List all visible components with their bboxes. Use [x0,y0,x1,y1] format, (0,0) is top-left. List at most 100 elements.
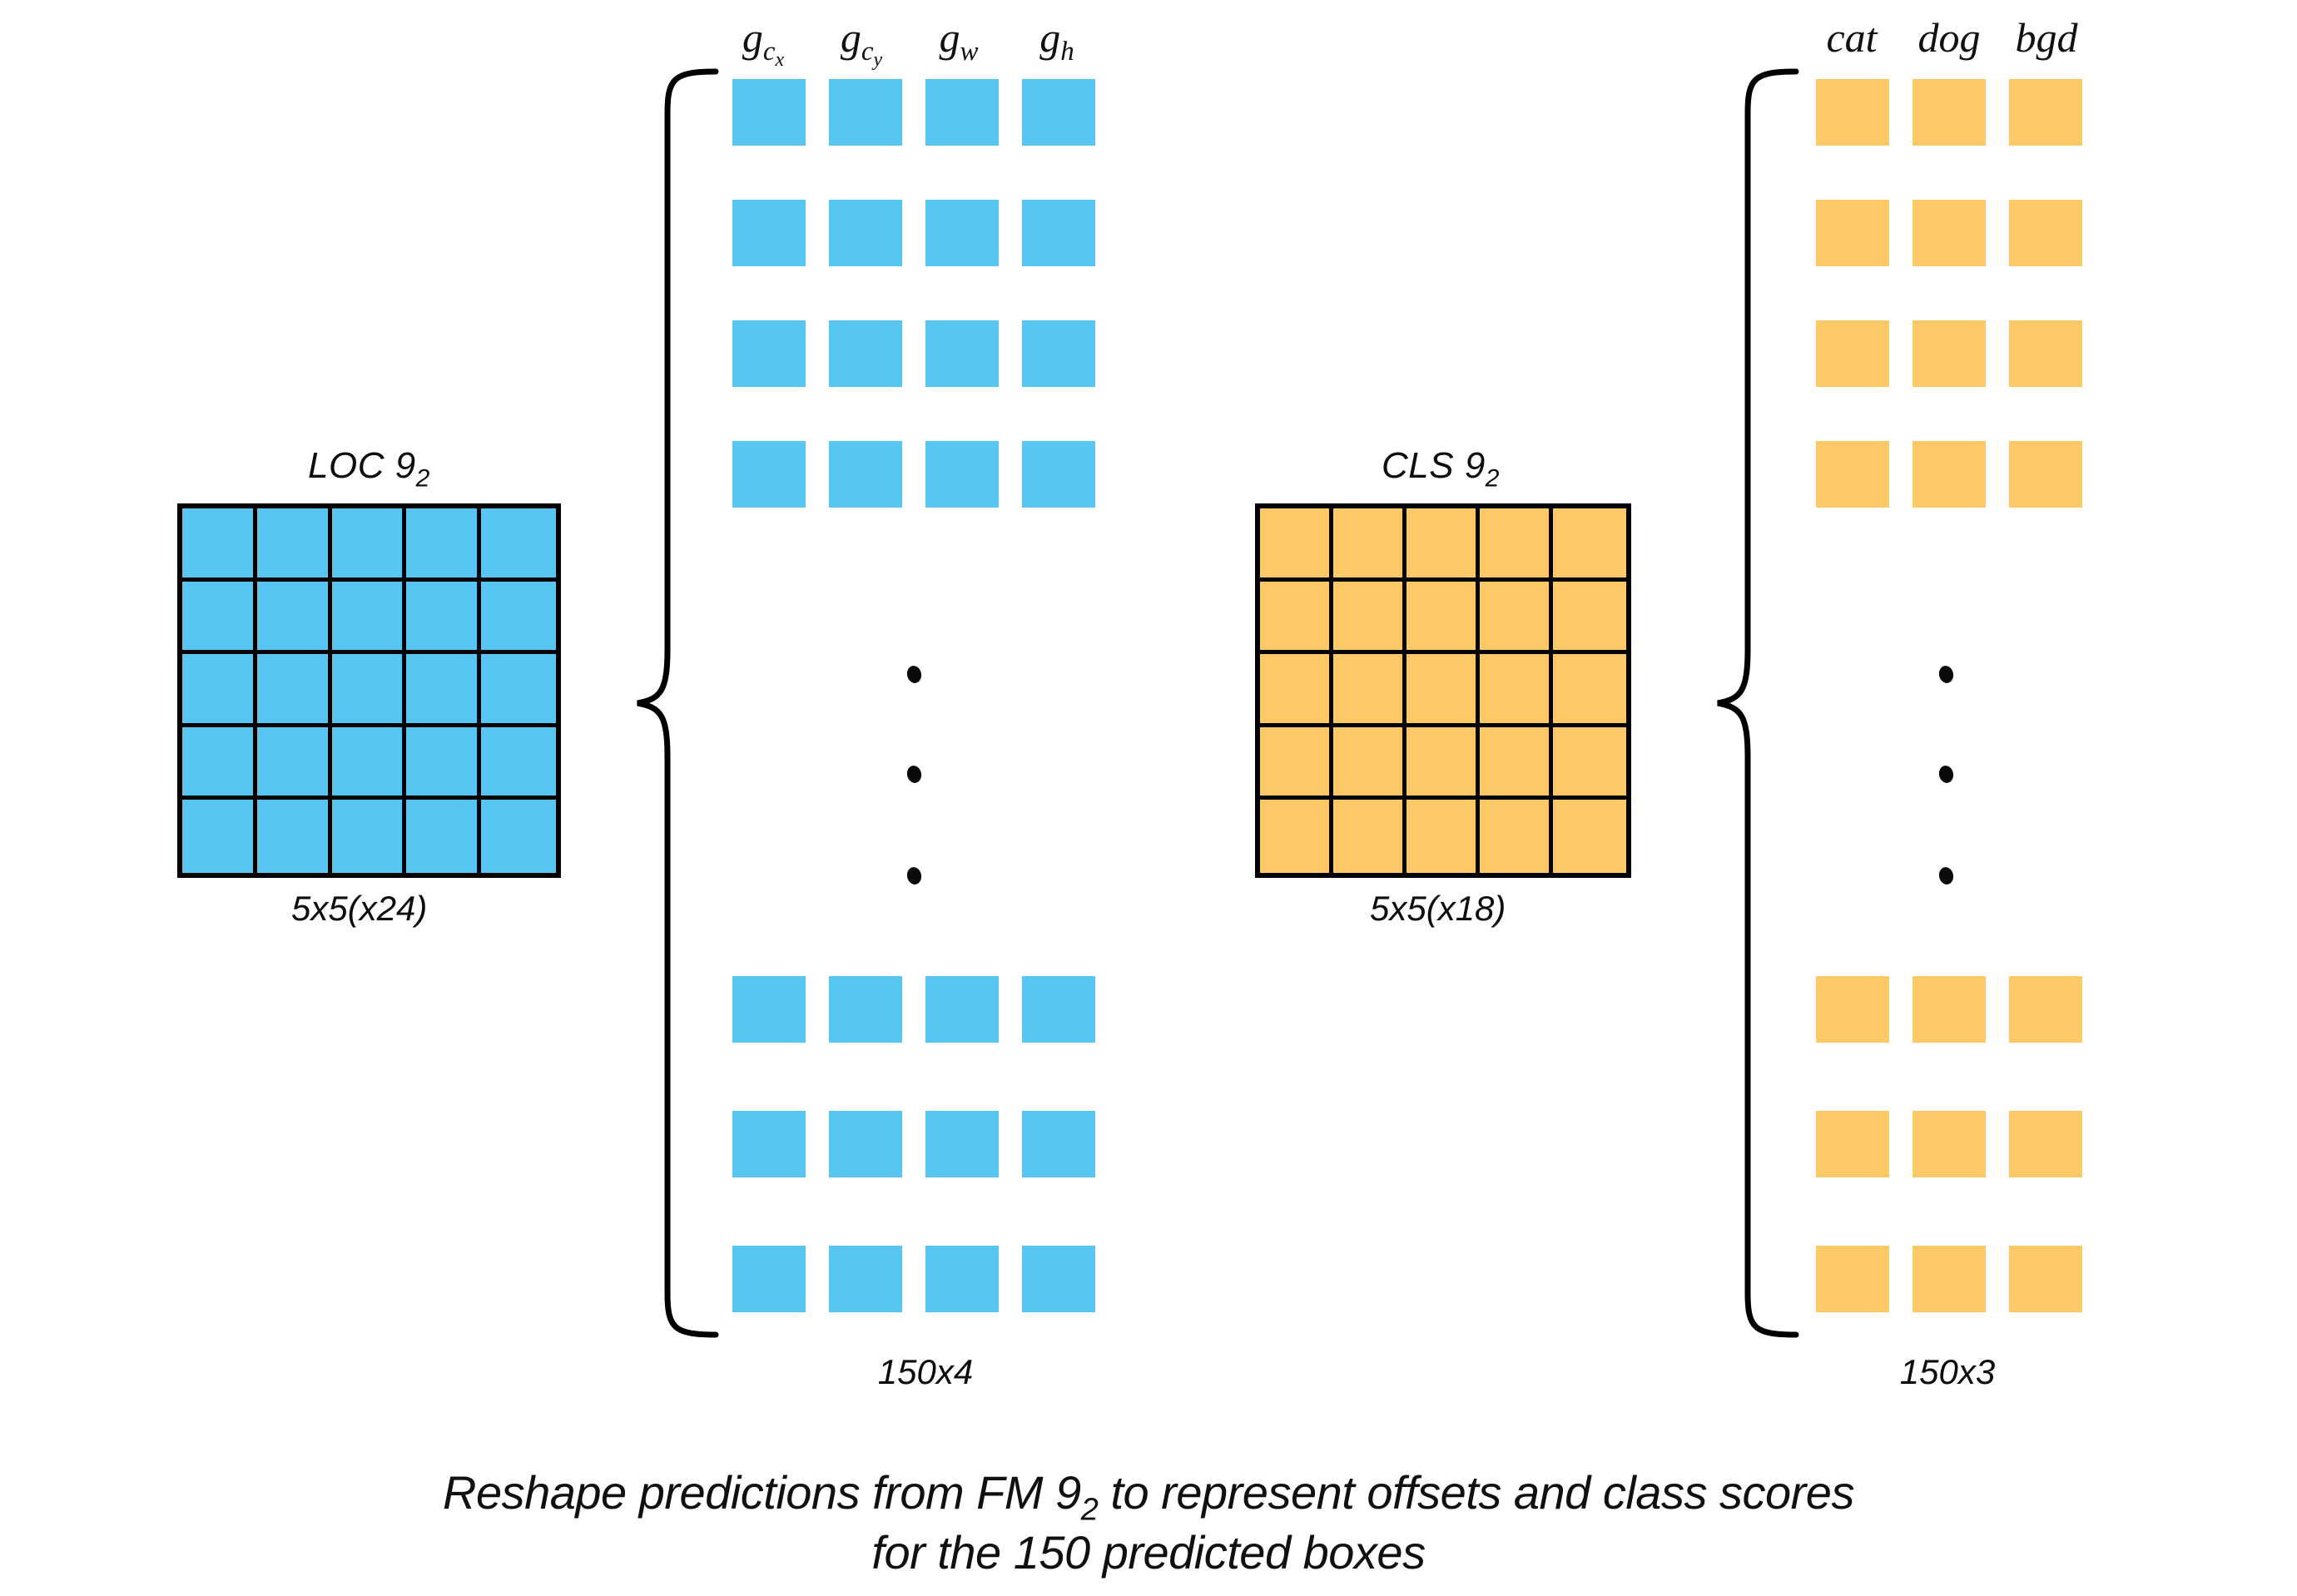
loc-chip [1022,1111,1095,1177]
loc-chip [732,1111,806,1177]
cls-chip [1913,79,1986,146]
loc-chip [829,441,902,508]
loc-grid-cell [481,726,556,800]
loc-chip [732,976,806,1043]
header-sub: c [861,36,874,67]
loc-chip [925,1246,999,1312]
loc-chip [925,79,999,146]
cls-grid-cell [1333,508,1406,582]
cls-chip [1913,320,1986,387]
cls-column-header-bgd: bgd [2016,17,2078,58]
loc-title-text: LOC 9 [308,445,416,486]
loc-grid-cell [406,654,482,727]
cls-grid-cell [1480,726,1553,800]
loc-column-header-gcy: gcy [841,17,882,70]
cls-column-header-cat: cat [1826,17,1877,58]
cls-chip [1816,79,1889,146]
header-base: g [939,14,960,61]
loc-chip [732,320,806,387]
loc-feature-map-title: LOC 92 [308,445,430,493]
loc-output-shape: 150x4 [877,1352,974,1391]
loc-chip [829,200,902,266]
cls-chip [2009,320,2082,387]
caption-line1-post: to represent offsets and class scores [1098,1466,1854,1519]
loc-grid-cell [182,581,257,655]
loc-chip [829,1246,902,1312]
caption-line-2: for the 150 predicted boxes [871,1526,1426,1579]
cls-chip [1913,976,1986,1043]
loc-chip [1022,200,1095,266]
loc-chip [732,1246,806,1312]
loc-chip [732,200,806,266]
loc-chip [829,79,902,146]
header-base: cat [1826,14,1878,61]
loc-grid-cell [331,581,407,655]
loc-chip [925,441,999,508]
loc-grid-cell [256,654,332,727]
cls-ellipsis-dot [1937,865,1955,886]
loc-chip [925,1111,999,1177]
cls-feature-map-grid [1255,503,1631,878]
header-sub: h [1060,36,1074,67]
cls-chip [1913,441,1986,508]
cls-grid-cell [1260,726,1333,800]
cls-brace [1717,68,1799,1338]
cls-grid-cell [1333,800,1406,873]
cls-grid-cell [1406,800,1480,873]
loc-chip [1022,320,1095,387]
loc-chip [829,320,902,387]
caption-line1-subscript: 2 [1080,1492,1099,1528]
cls-grid-cell [1553,800,1626,873]
cls-grid-cell [1260,508,1333,582]
loc-grid-cell [182,654,257,727]
cls-grid-cell [1406,581,1480,655]
cls-chip [1913,1111,1986,1177]
loc-ellipsis-dot [905,664,923,685]
loc-chip [1022,441,1095,508]
cls-grid-cell [1406,726,1480,800]
loc-grid-cell [406,726,482,800]
loc-grid-cell [331,654,407,727]
loc-chip [1022,1246,1095,1312]
cls-title-subscript: 2 [1485,464,1500,493]
header-subsub: y [873,49,883,72]
loc-grid-cell [256,726,332,800]
header-subsub: x [775,49,785,72]
header-base: g [742,14,763,61]
cls-grid-cell [1553,726,1626,800]
loc-brace [637,68,719,1338]
loc-grid-cell [256,800,332,873]
cls-grid-cell [1260,800,1333,873]
cls-grid-cell [1480,654,1553,727]
cls-feature-map-title: CLS 92 [1382,445,1500,493]
cls-output-shape: 150x3 [1899,1352,1996,1391]
cls-chip [1816,320,1889,387]
header-base: g [1039,14,1061,61]
loc-grid-cell [331,800,407,873]
loc-feature-map-shape: 5x5(x24) [291,889,428,928]
cls-ellipsis-dot [1937,764,1955,785]
loc-grid-cell [182,508,257,582]
cls-grid-cell [1406,508,1480,582]
cls-chip [2009,976,2082,1043]
header-base: bgd [2015,14,2078,61]
loc-grid-cell [406,800,482,873]
cls-chip [2009,200,2082,266]
loc-chip [925,976,999,1043]
cls-grid-cell [1480,800,1553,873]
loc-column-header-gw: gw [939,17,978,66]
loc-grid-cell [481,800,556,873]
header-sub: w [960,36,979,67]
loc-grid-cell [256,508,332,582]
cls-grid-cell [1480,581,1553,655]
cls-grid-cell [1553,654,1626,727]
caption-line1-pre: Reshape predictions from FM 9 [443,1466,1081,1519]
header-base: g [840,14,861,61]
loc-grid-cell [481,508,556,582]
loc-grid-cell [256,581,332,655]
cls-chip [1913,1246,1986,1312]
header-base: dog [1917,14,1981,61]
loc-grid-cell [406,581,482,655]
cls-chip [2009,79,2082,146]
